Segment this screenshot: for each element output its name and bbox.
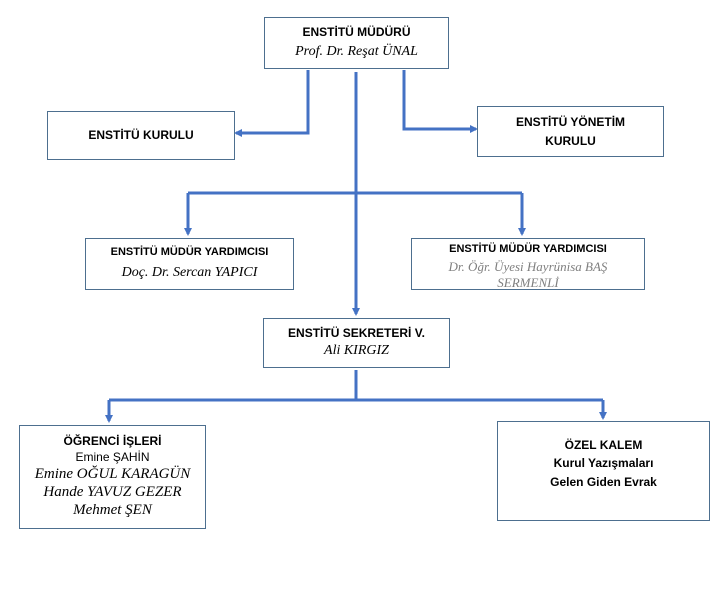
vice-director-2-name-line1: Dr. Öğr. Üyesi Hayrünisa BAŞ [448, 259, 608, 275]
vice-director-2-box: ENSTİTÜ MÜDÜR YARDIMCISI Dr. Öğr. Üyesi … [411, 238, 645, 290]
vice-director-1-title: ENSTİTÜ MÜDÜR YARDIMCISI [110, 246, 269, 258]
secretary-box: ENSTİTÜ SEKRETERİ V. Ali KIRGIZ [263, 318, 450, 368]
student-affairs-staff-3: Mehmet ŞEN [73, 501, 152, 518]
vice-director-2-title: ENSTİTÜ MÜDÜR YARDIMCISI [449, 243, 607, 255]
private-office-title: ÖZEL KALEM [564, 438, 643, 452]
student-affairs-staff-2: Hande YAVUZ GEZER [43, 483, 182, 500]
student-affairs-title: ÖĞRENCİ İŞLERİ [63, 434, 162, 448]
exec-board-box: ENSTİTÜ YÖNETİM KURULU [477, 106, 664, 157]
director-box: ENSTİTÜ MÜDÜRÜ Prof. Dr. Reşat ÜNAL [264, 17, 449, 69]
student-affairs-staff-plain: Emine ŞAHİN [75, 450, 150, 465]
exec-board-title-line1: ENSTİTÜ YÖNETİM [515, 115, 626, 130]
board-title: ENSTİTÜ KURULU [88, 128, 194, 143]
private-office-box: ÖZEL KALEM Kurul Yazışmaları Gelen Giden… [497, 421, 710, 521]
director-title: ENSTİTÜ MÜDÜRÜ [302, 25, 411, 40]
vice-director-1-box: ENSTİTÜ MÜDÜR YARDIMCISI Doç. Dr. Sercan… [85, 238, 294, 290]
vice-director-2-name-line2: SERMENLİ [497, 274, 559, 290]
connector-director-exec-board [402, 70, 478, 133]
vice-director-1-name: Doç. Dr. Sercan YAPICI [121, 265, 258, 281]
student-affairs-staff-1: Emine OĞUL KARAGÜN [34, 465, 191, 482]
connector-director-board [234, 70, 310, 137]
director-name: Prof. Dr. Reşat ÜNAL [295, 43, 418, 59]
private-office-line1: Kurul Yazışmaları [553, 456, 654, 471]
student-affairs-box: ÖĞRENCİ İŞLERİ Emine ŞAHİN Emine OĞUL KA… [19, 425, 206, 529]
exec-board-title-line2: KURULU [545, 133, 596, 148]
private-office-line2: Gelen Giden Evrak [550, 474, 657, 489]
secretary-title: ENSTİTÜ SEKRETERİ V. [288, 325, 425, 340]
secretary-name: Ali KIRGIZ [324, 343, 389, 359]
board-box: ENSTİTÜ KURULU [47, 111, 235, 160]
